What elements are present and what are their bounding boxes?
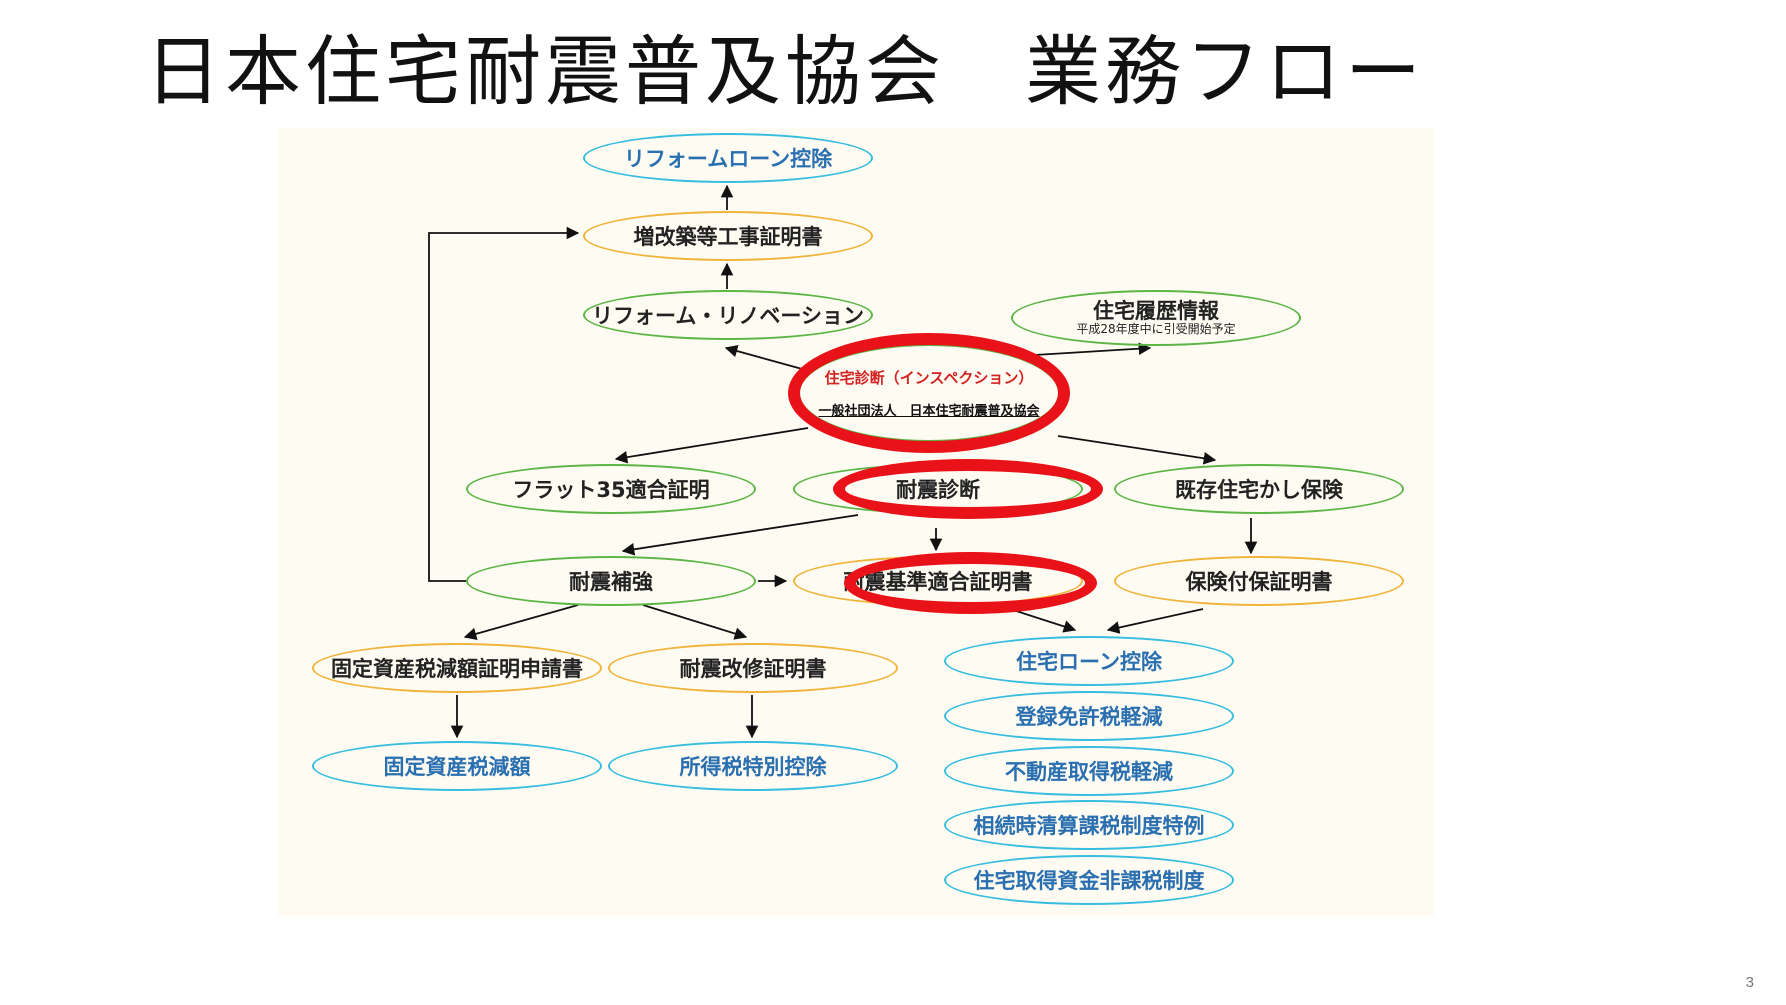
node-existing-insurance: 既存住宅かし保険 (1114, 464, 1404, 514)
node-seismic-diagnosis: 耐震診断 (793, 464, 1083, 514)
arrow-reinforce-to-taxapp (463, 604, 579, 640)
node-income-tax-deduction: 所得税特別控除 (608, 741, 898, 791)
node-inheritance-tax: 相続時清算課税制度特例 (944, 800, 1234, 850)
arrow-reinforce-loop (428, 226, 580, 582)
node-flat35: フラット35適合証明 (466, 464, 756, 514)
node-property-tax-reduction: 固定資産税減額 (312, 741, 602, 791)
arrow-diag-to-reinforce (621, 514, 859, 556)
node-seismic-repair-cert: 耐震改修証明書 (608, 643, 898, 693)
node-reform-renovation: リフォーム・リノベーション (583, 290, 873, 340)
arrow-inscert-to-loan (1106, 608, 1204, 634)
association-label: 一般社団法人 日本住宅耐震普及協会 (818, 404, 1040, 419)
arrow-inspection-to-reform (724, 344, 814, 373)
flow-diagram: リフォームローン控除 増改築等工事証明書 リフォーム・リノベーション 住宅履歴情… (278, 128, 1434, 916)
history-info-label: 住宅履歴情報 (1093, 299, 1219, 324)
node-registration-tax: 登録免許税軽減 (944, 691, 1234, 741)
arrow-inspection-to-flat35 (614, 427, 809, 464)
connector-lines (428, 184, 1258, 739)
node-insurance-cert: 保険付保証明書 (1114, 556, 1404, 606)
arrow-inspection-to-history (1017, 342, 1152, 357)
node-reform-loan-deduction: リフォームローン控除 (583, 133, 873, 183)
node-inspection: 住宅診断（インスペクション） 一般社団法人 日本住宅耐震普及協会 (798, 344, 1060, 442)
arrow-inspection-to-insurance (1057, 435, 1217, 465)
slide-title: 日本住宅耐震普及協会 業務フロー (145, 27, 1425, 116)
arrow-reinforce-to-repair (642, 604, 748, 640)
node-seismic-standard-cert: 耐震基準適合証明書 (793, 556, 1083, 606)
node-acquisition-tax: 不動産取得税軽減 (944, 746, 1234, 796)
node-housing-loan-deduction: 住宅ローン控除 (944, 636, 1234, 686)
node-seismic-reinforcement: 耐震補強 (466, 556, 756, 606)
node-extension-cert: 増改築等工事証明書 (583, 211, 873, 261)
node-fund-tax-exempt: 住宅取得資金非課税制度 (944, 855, 1234, 905)
arrow-standard-to-loan (1012, 609, 1077, 633)
node-history-info: 住宅履歴情報 平成28年度中に引受開始予定 (1011, 290, 1301, 346)
history-info-note: 平成28年度中に引受開始予定 (1076, 322, 1236, 337)
inspection-label: 住宅診断（インスペクション） (824, 369, 1034, 387)
page-number: 3 (1745, 974, 1754, 991)
node-property-tax-application: 固定資産税減額証明申請書 (312, 643, 602, 693)
